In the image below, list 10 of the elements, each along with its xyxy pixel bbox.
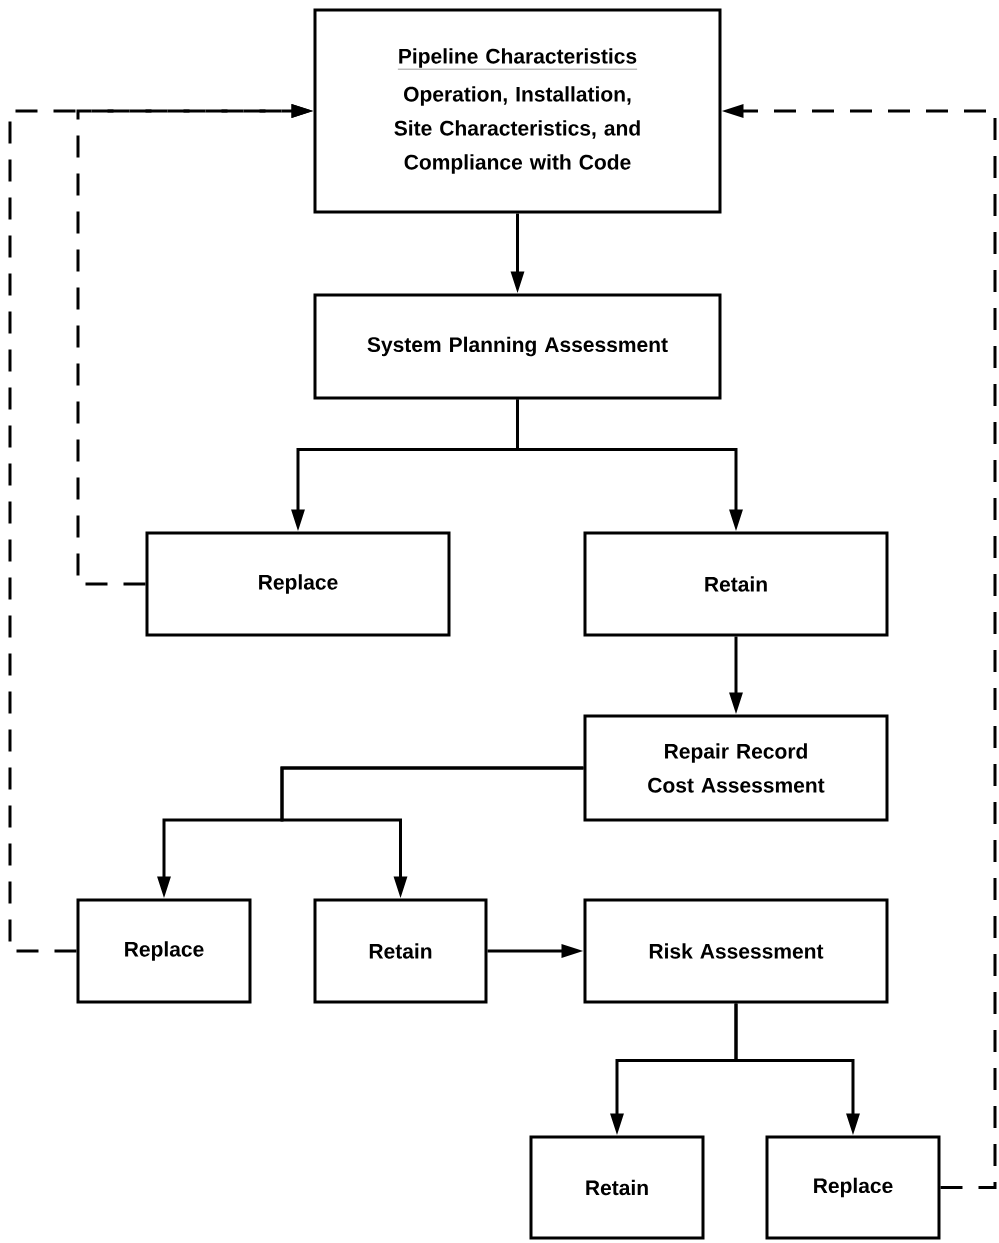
- process-box: Repair Record Cost Assessment: [583, 714, 889, 822]
- process-box: Replace: [765, 1135, 941, 1240]
- process-box: Retain: [313, 898, 488, 1004]
- process-box: Replace: [76, 898, 252, 1004]
- process-box: Retain: [529, 1135, 705, 1240]
- process-box: System Planning Assessment: [313, 293, 722, 400]
- header-box: Pipeline Characteristics Operation, Installation, Site Characteristics, and Compliance with Code: [313, 8, 722, 214]
- process-box: Retain: [583, 531, 889, 637]
- process-box: Risk Assessment: [583, 898, 889, 1004]
- process-box: Replace: [145, 531, 451, 637]
